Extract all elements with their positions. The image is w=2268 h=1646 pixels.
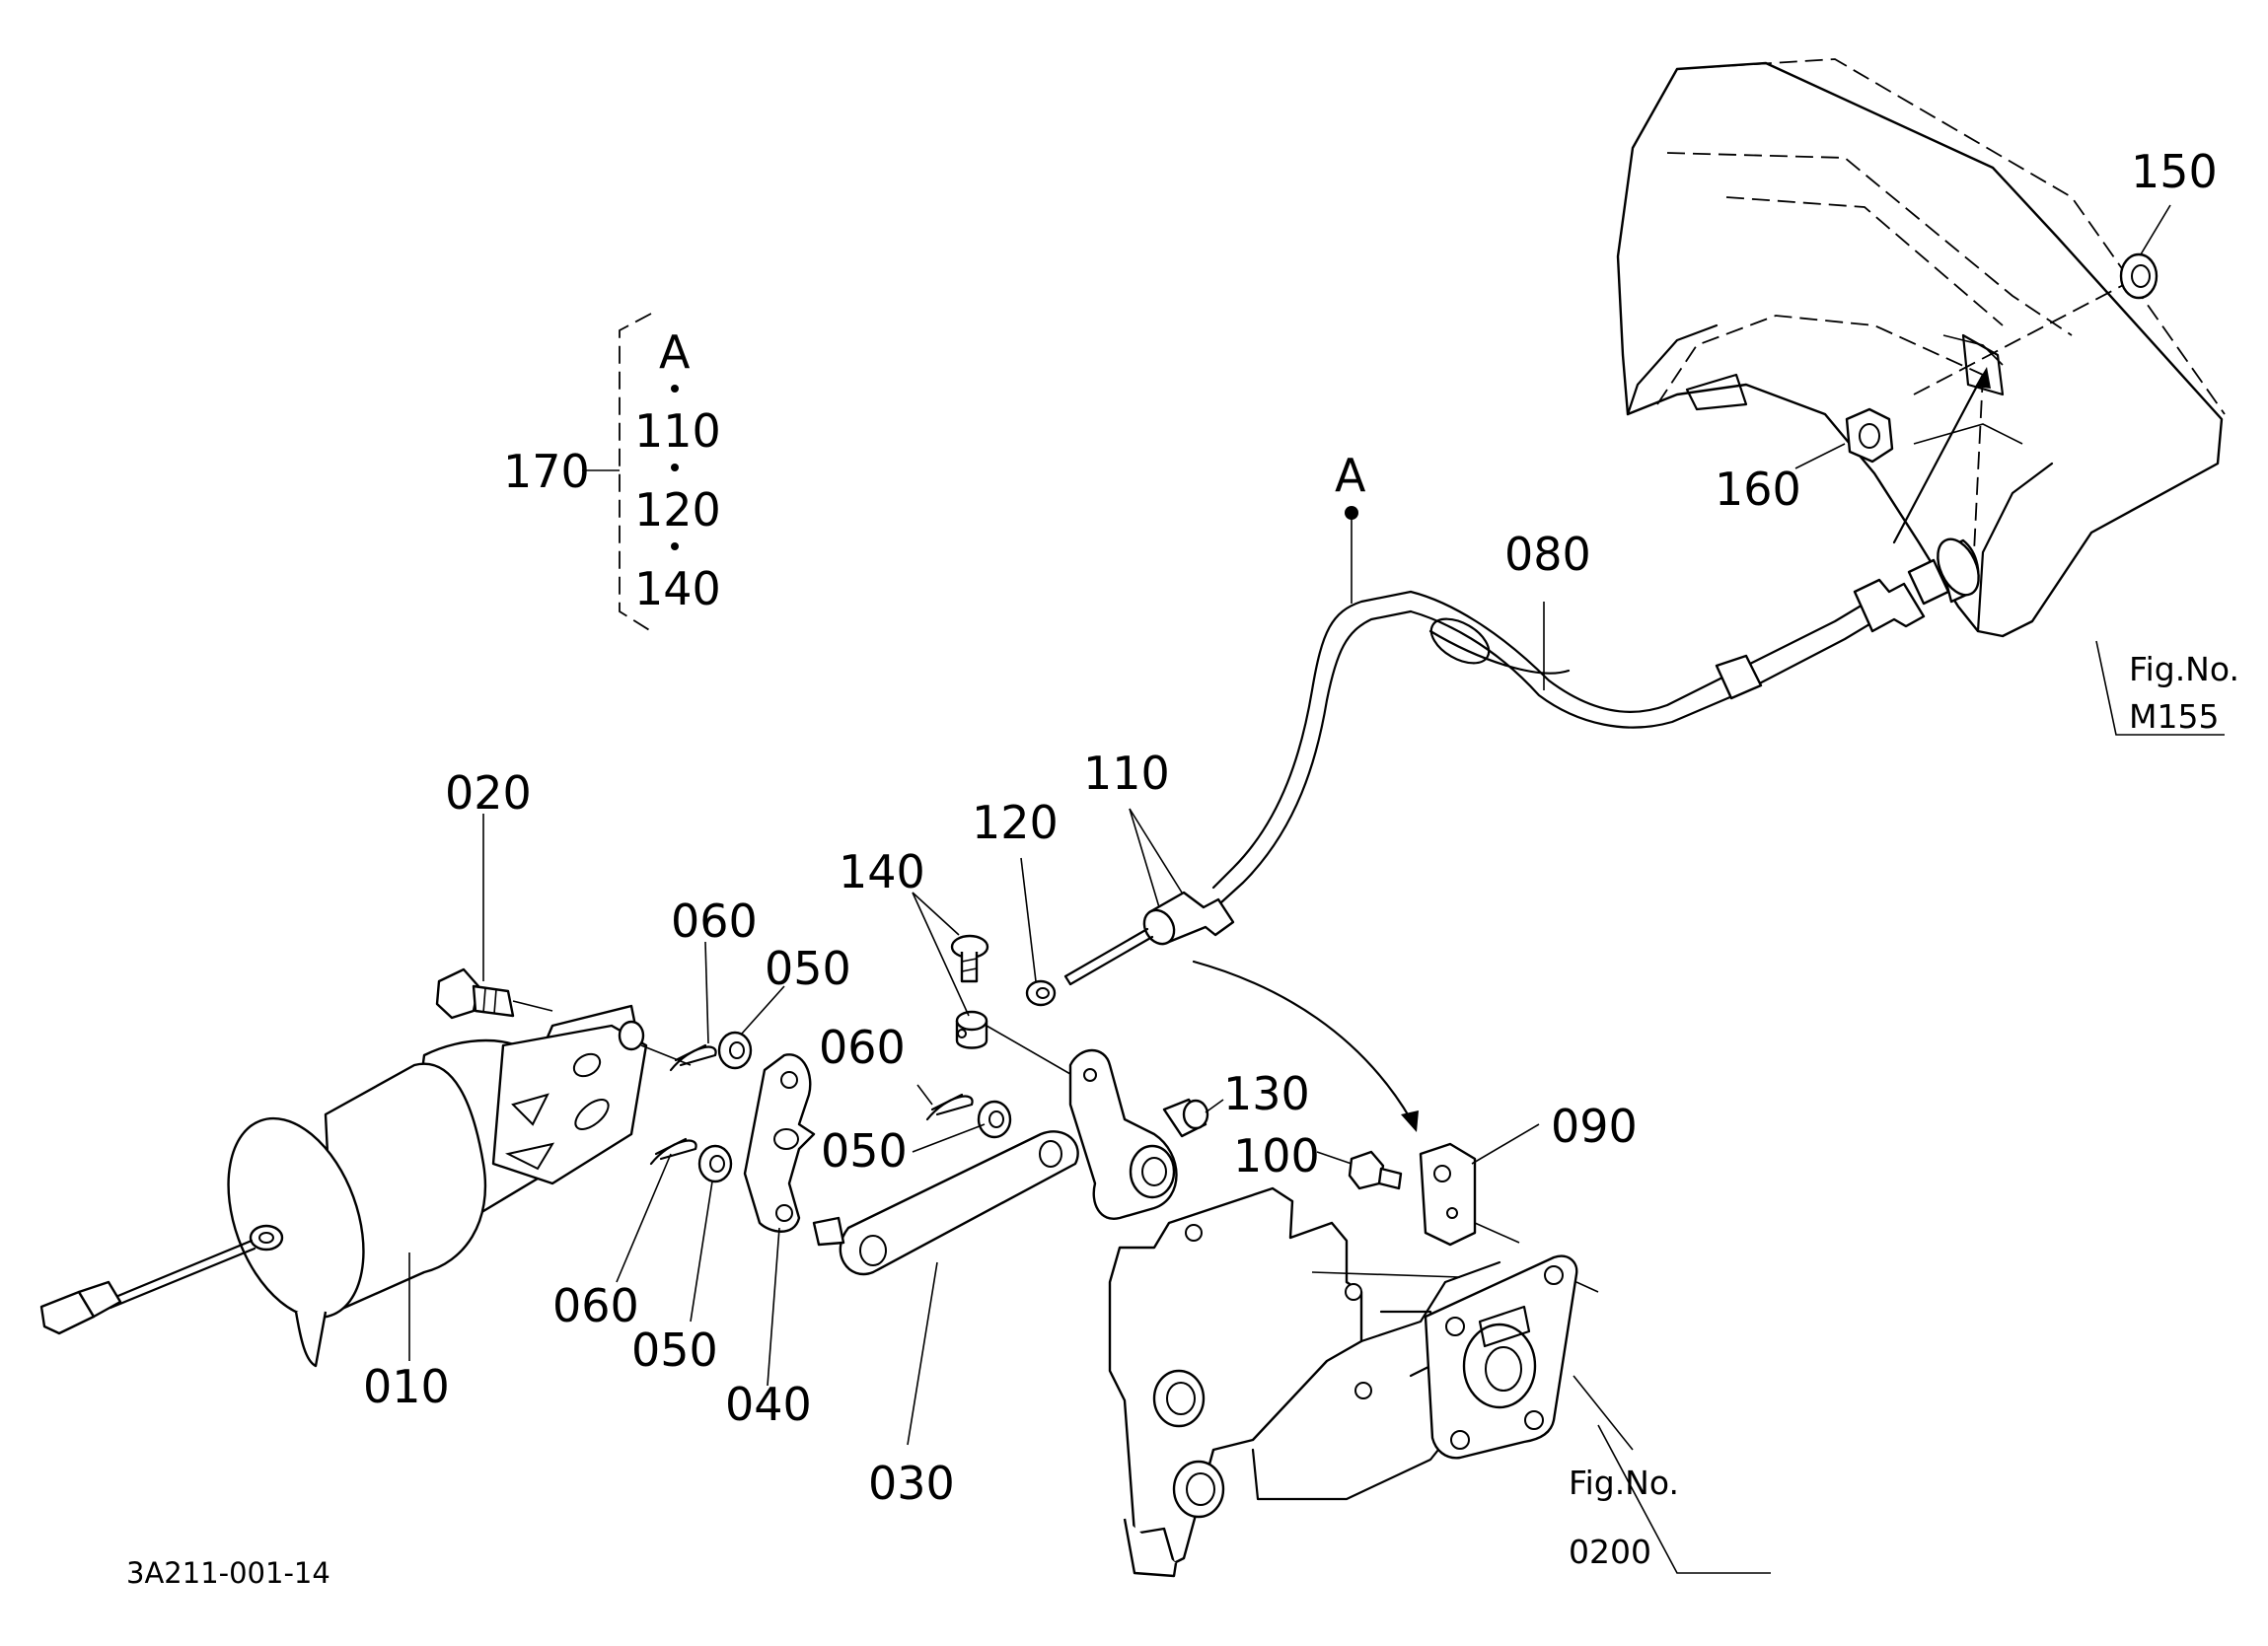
callout-140: 140 <box>839 845 925 898</box>
point-a-marker <box>1345 506 1358 604</box>
part-110-cable-end <box>1063 891 1235 986</box>
callout-080: 080 <box>1504 528 1591 581</box>
part-130-pin <box>1162 1098 1209 1138</box>
callout-130: 130 <box>1223 1067 1310 1120</box>
part-010-stop-solenoid <box>39 1004 692 1368</box>
callout-100: 100 <box>1233 1129 1320 1182</box>
callout-060-top: 060 <box>671 895 758 948</box>
part-lever-arm <box>1068 1048 1178 1220</box>
fig-ref-number-m155: M155 <box>2129 697 2219 736</box>
group-item-110: 110 <box>634 404 721 458</box>
callout-050-top: 050 <box>765 942 851 995</box>
callout-050-bottom: 050 <box>631 1324 718 1377</box>
part-060-snap-pin-middle <box>925 1093 974 1121</box>
part-base-bracket <box>1108 1186 1501 1578</box>
part-140-screw-swivel <box>950 934 1116 1101</box>
diagram-code: 3A211-001-14 <box>126 1556 330 1590</box>
part-060-snap-pin-upper <box>669 1043 717 1072</box>
callout-030: 030 <box>868 1457 955 1510</box>
routing-arrow <box>1192 960 1419 1132</box>
part-100-bolt <box>1348 1150 1403 1190</box>
part-050-washer-middle <box>977 1100 1012 1139</box>
part-060-snap-pin-lower <box>649 1137 697 1166</box>
dash-panel <box>1616 58 2226 638</box>
part-150-washer <box>2119 204 2171 300</box>
part-160-nut <box>1794 407 1894 469</box>
callout-150: 150 <box>2131 145 2218 198</box>
group-label-170: 170 <box>503 445 590 498</box>
callout-020: 020 <box>445 766 532 820</box>
part-050-washer-lower <box>697 1144 733 1183</box>
part-090-bracket <box>1419 1142 1520 1247</box>
point-a-label: A <box>1335 449 1366 502</box>
callout-010: 010 <box>363 1360 450 1413</box>
part-040-link-plate <box>743 1053 816 1233</box>
group-item-a: A <box>659 325 691 379</box>
part-injection-pump-flange <box>1424 1254 1599 1460</box>
fig-ref-label-m155: Fig.No. <box>2129 650 2239 688</box>
part-080-stop-cable <box>1211 367 1991 904</box>
group-bracket-170 <box>582 313 679 632</box>
callout-090: 090 <box>1551 1100 1638 1153</box>
callout-120: 120 <box>972 796 1059 849</box>
fig-ref-number-0200: 0200 <box>1569 1533 1651 1571</box>
part-020-bolt <box>435 967 553 1020</box>
callout-050-middle: 050 <box>821 1124 908 1178</box>
part-030-link-rod <box>812 1130 1079 1276</box>
fig-ref-label-0200: Fig.No. <box>1569 1464 1679 1502</box>
group-item-120: 120 <box>634 483 721 537</box>
group-item-140: 140 <box>634 562 721 615</box>
callout-110: 110 <box>1083 747 1170 800</box>
callout-060-bottom: 060 <box>552 1279 639 1332</box>
leader-lines <box>408 602 2225 1574</box>
callout-160: 160 <box>1715 463 1801 516</box>
part-120-nut <box>1025 979 1057 1007</box>
callout-040: 040 <box>725 1378 812 1431</box>
part-050-washer-upper <box>717 1031 753 1070</box>
callout-060-middle: 060 <box>819 1021 906 1074</box>
